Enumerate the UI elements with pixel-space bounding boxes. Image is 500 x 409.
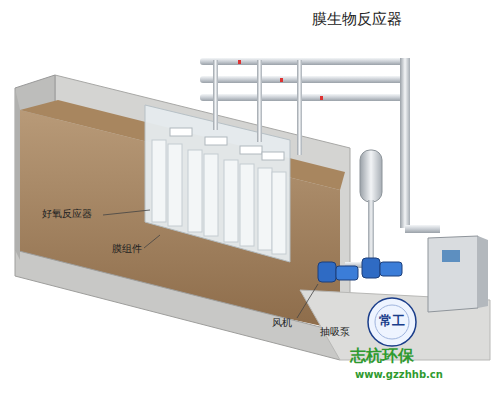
part-label: 抽吸泵 (320, 326, 350, 338)
watermark-url: www.gzzhhb.cn (355, 369, 443, 381)
part-label: 风机 (272, 317, 292, 329)
title: 膜生物反应器 (312, 10, 402, 28)
part-label: 好氧反应器 (42, 208, 92, 220)
part-label: 膜组件 (112, 243, 142, 255)
logo-mark: 常工 (379, 313, 405, 329)
logo-name: 志杭环保 (350, 346, 414, 365)
